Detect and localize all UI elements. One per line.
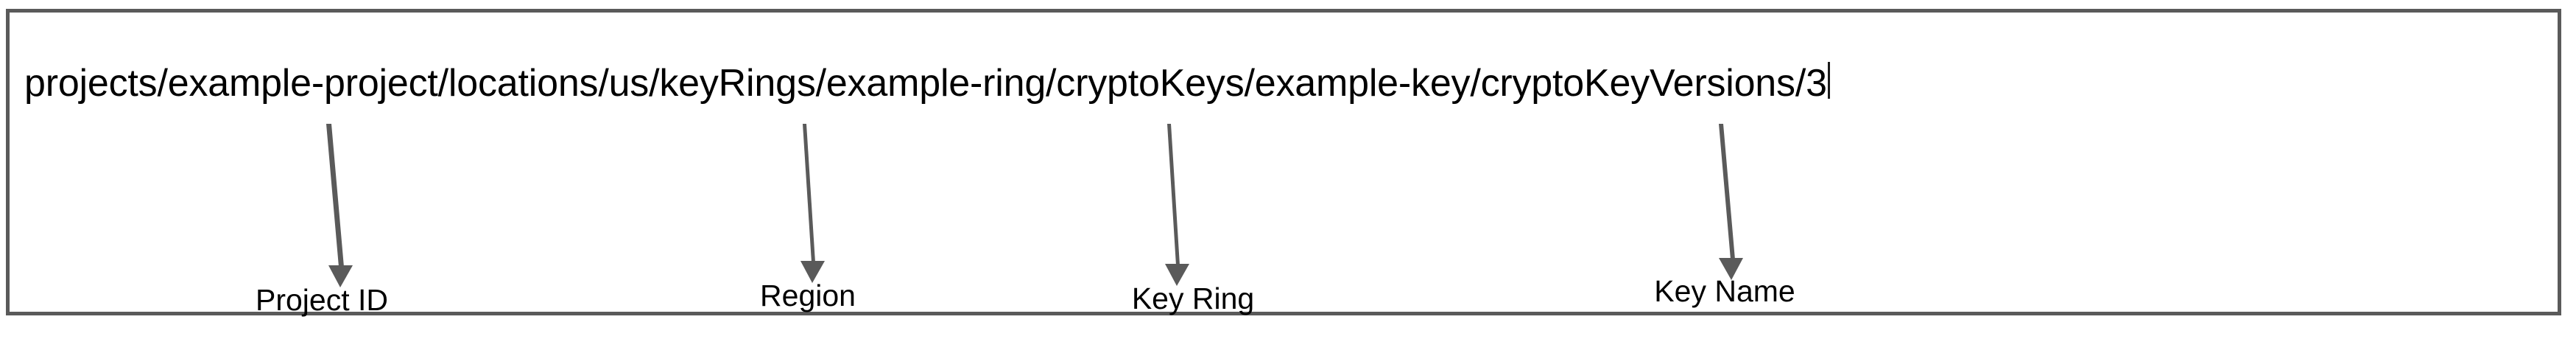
text-caret xyxy=(1827,62,1830,99)
down-arrow-icon xyxy=(1719,124,1743,280)
resource-path-text[interactable]: projects/example-project/locations/us/ke… xyxy=(24,62,1827,105)
down-arrow-icon xyxy=(800,124,825,283)
annotation-project-id xyxy=(304,119,393,296)
annotation-label-key-name: Key Name xyxy=(1654,274,1795,308)
annotation-label-project-id: Project ID xyxy=(256,283,388,317)
resource-path-panel: projects/example-project/locations/us/ke… xyxy=(6,9,2561,317)
annotation-label-key-ring: Key Ring xyxy=(1131,282,1255,315)
annotation-key-name xyxy=(1696,119,1799,296)
annotation-region xyxy=(783,119,871,296)
annotation-key-ring xyxy=(1147,119,1236,296)
resource-path-field[interactable]: projects/example-project/locations/us/ke… xyxy=(24,59,1830,105)
down-arrow-icon xyxy=(326,124,353,287)
annotation-label-region: Region xyxy=(760,279,856,312)
down-arrow-icon xyxy=(1165,124,1189,286)
